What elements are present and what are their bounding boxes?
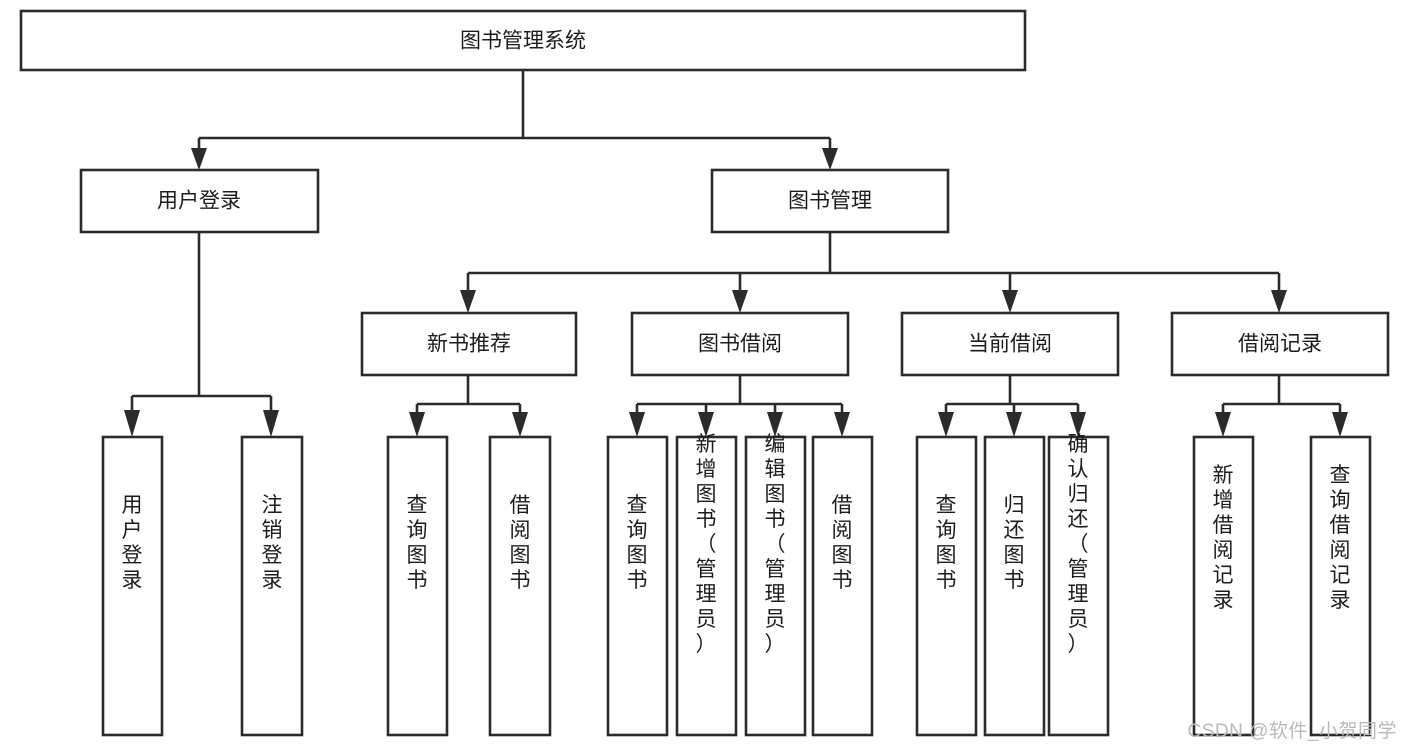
node-current-borrow-label: 当前借阅 — [968, 333, 1052, 356]
node-root-box[interactable] — [19, 9, 1027, 72]
arrow-head-current-1 — [938, 412, 954, 437]
leaf-label: 新增图书（管理员） — [696, 433, 717, 656]
node-borrow-record-box[interactable] — [1170, 311, 1390, 377]
node-new-book-recommend-box[interactable] — [360, 311, 578, 377]
leaf-record-query-record[interactable]: 查询借阅记录 — [1309, 435, 1372, 737]
node-new-book-recommend-label: 新书推荐 — [427, 333, 511, 356]
node-user-login-box[interactable] — [79, 168, 320, 234]
node-current-borrow-box[interactable] — [900, 311, 1120, 377]
node-current-borrow[interactable]: 当前借阅 — [900, 311, 1120, 377]
leaf-current-query-book[interactable]: 查询图书 — [915, 435, 978, 737]
arrow-head-l3-1 — [460, 290, 476, 313]
arrow-head-newbook-1 — [409, 412, 425, 437]
arrow-head-l3-4 — [1271, 290, 1287, 313]
arrow-head-borrow-1 — [629, 412, 645, 437]
leaf-user-login-logout[interactable]: 注销登录 — [240, 435, 304, 737]
node-book-management-box[interactable] — [710, 168, 950, 234]
arrow-head-record-1 — [1215, 412, 1231, 437]
leaf-borrow-borrow-book[interactable]: 借阅图书 — [811, 435, 874, 737]
leaf-label: 借阅图书 — [832, 494, 853, 592]
arrow-head-current-3 — [1070, 412, 1086, 437]
node-new-book-recommend[interactable]: 新书推荐 — [360, 311, 578, 377]
leaf-label: 编辑图书（管理员） — [765, 433, 786, 656]
leaf-box[interactable] — [675, 435, 738, 737]
leaf-label: 归还图书 — [1004, 494, 1025, 592]
leaf-label: 查询借阅记录 — [1330, 464, 1351, 612]
node-borrow-record-label: 借阅记录 — [1238, 333, 1322, 356]
node-user-login-label: 用户登录 — [157, 190, 241, 213]
arrow-head-l3-3 — [1002, 290, 1018, 313]
leaf-current-confirm-return[interactable]: 确认归还（管理员） — [1047, 433, 1110, 737]
arrow-head-userlogin-2 — [263, 410, 279, 437]
leaf-box[interactable] — [386, 435, 449, 737]
node-root-label: 图书管理系统 — [460, 30, 586, 53]
node-book-management-label: 图书管理 — [788, 190, 872, 213]
node-book-borrow-box[interactable] — [630, 311, 850, 377]
leaf-label: 查询图书 — [936, 494, 957, 592]
leaf-label: 查询图书 — [627, 494, 648, 592]
arrow-head-l2-2 — [822, 148, 838, 170]
leaf-record-add-record[interactable]: 新增借阅记录 — [1192, 435, 1255, 737]
leaf-current-return-book[interactable]: 归还图书 — [983, 435, 1046, 737]
arrow-head-record-2 — [1332, 412, 1348, 437]
leaf-borrow-edit-book[interactable]: 编辑图书（管理员） — [744, 433, 807, 737]
leaf-box[interactable] — [811, 435, 874, 737]
leaf-box[interactable] — [1192, 435, 1255, 737]
leaf-label: 注销登录 — [262, 494, 283, 592]
leaf-box[interactable] — [915, 435, 978, 737]
leaf-label: 借阅图书 — [510, 494, 531, 592]
arrow-head-newbook-2 — [512, 412, 528, 437]
connector-group — [124, 70, 1348, 437]
leaf-box[interactable] — [488, 435, 552, 737]
leaf-box[interactable] — [1309, 435, 1372, 737]
leaf-box[interactable] — [101, 435, 164, 737]
arrow-head-borrow-4 — [834, 412, 850, 437]
arrow-head-l2-1 — [191, 148, 207, 170]
node-borrow-record[interactable]: 借阅记录 — [1170, 311, 1390, 377]
node-book-borrow-label: 图书借阅 — [698, 333, 782, 356]
leaf-box[interactable] — [744, 435, 807, 737]
leaf-label: 查询图书 — [407, 494, 428, 592]
node-user-login[interactable]: 用户登录 — [79, 168, 320, 234]
node-book-borrow[interactable]: 图书借阅 — [630, 311, 850, 377]
arrow-head-userlogin-1 — [124, 410, 140, 437]
arrow-head-l3-2 — [732, 290, 748, 313]
arrow-head-current-2 — [1006, 412, 1022, 437]
arrow-head-borrow-3 — [767, 412, 783, 437]
arrow-head-borrow-2 — [698, 412, 714, 437]
leaf-borrow-query-book[interactable]: 查询图书 — [606, 435, 669, 737]
leaf-label: 确认归还（管理员） — [1068, 433, 1089, 656]
leaf-box[interactable] — [983, 435, 1046, 737]
leaf-user-login-login[interactable]: 用户登录 — [101, 435, 164, 737]
leaf-label: 用户登录 — [122, 494, 143, 592]
leaf-box[interactable] — [240, 435, 304, 737]
leaf-new-book-query[interactable]: 查询图书 — [386, 435, 449, 737]
leaf-new-book-borrow[interactable]: 借阅图书 — [488, 435, 552, 737]
leaf-box[interactable] — [1047, 435, 1110, 737]
leaf-box[interactable] — [606, 435, 669, 737]
node-book-management[interactable]: 图书管理 — [710, 168, 950, 234]
leaf-label: 新增借阅记录 — [1213, 464, 1234, 612]
node-root-system[interactable]: 图书管理系统 — [19, 9, 1027, 72]
leaf-borrow-add-book[interactable]: 新增图书（管理员） — [675, 433, 738, 737]
